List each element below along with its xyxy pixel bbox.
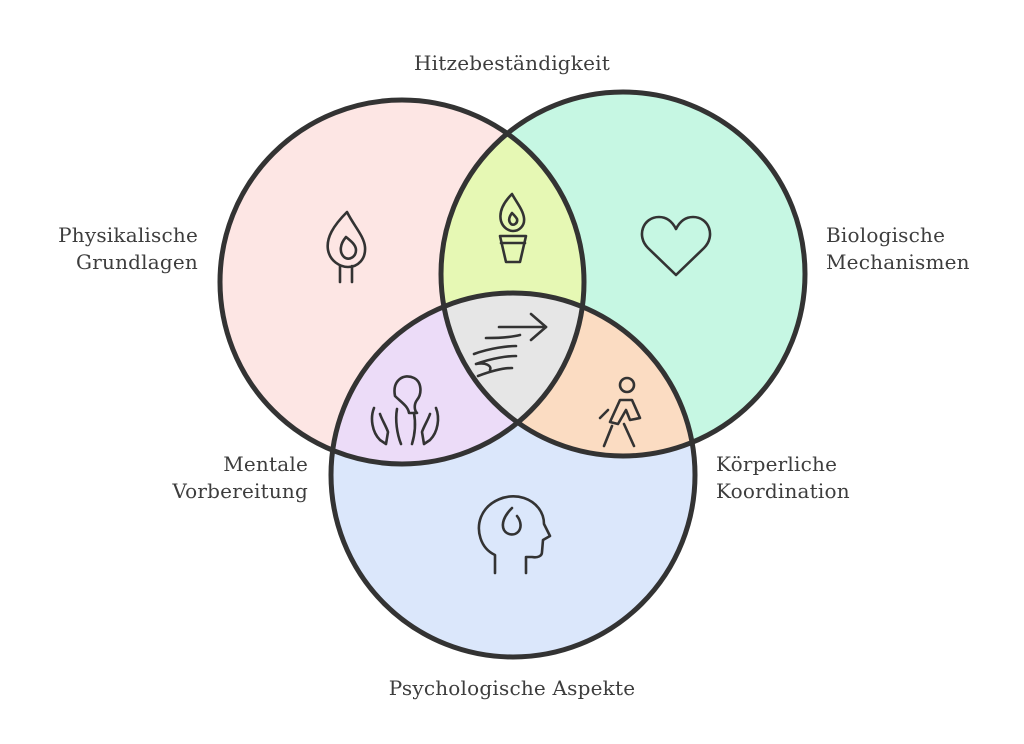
label-coordination-line2: Koordination: [716, 479, 850, 503]
flame-candle-icon: [326, 210, 367, 284]
label-mental-line1: Mentale: [223, 452, 308, 476]
label-heat-resistance: Hitzebeständigkeit: [360, 50, 664, 77]
overlap-physical-psychological: [331, 293, 584, 464]
label-biological-line2: Mechanismen: [826, 250, 970, 274]
torch-icon: [498, 192, 528, 264]
label-coordination-line1: Körperliche: [716, 452, 838, 476]
walking-person-icon: [598, 376, 642, 448]
label-mental-line2: Vorbereitung: [172, 479, 308, 503]
label-biological-line1: Biologische: [826, 223, 946, 247]
wind-arrow-icon: [472, 312, 548, 378]
label-biological-mechanisms: Biologische Mechanismen: [826, 222, 1006, 276]
label-heat-resistance-text: Hitzebeständigkeit: [414, 51, 610, 75]
circle-biological-outline: [438, 89, 808, 459]
label-psychological-text: Psychologische Aspekte: [388, 676, 636, 700]
heart-icon: [640, 215, 712, 277]
label-physical-coordination: Körperliche Koordination: [716, 451, 916, 505]
label-mental-preparation: Mentale Vorbereitung: [120, 451, 308, 505]
person-hands-icon: [370, 375, 440, 446]
circle-psychological-outline: [328, 290, 698, 660]
label-psychological-aspects: Psychologische Aspekte: [332, 675, 692, 702]
head-flame-icon: [477, 495, 552, 575]
label-physical-basics: Physikalische Grundlagen: [20, 222, 198, 276]
label-physical-line1: Physikalische: [58, 223, 198, 247]
overlap-biological-psychological: [441, 293, 695, 456]
label-physical-line2: Grundlagen: [76, 250, 198, 274]
circle-physical-outline: [217, 97, 587, 467]
